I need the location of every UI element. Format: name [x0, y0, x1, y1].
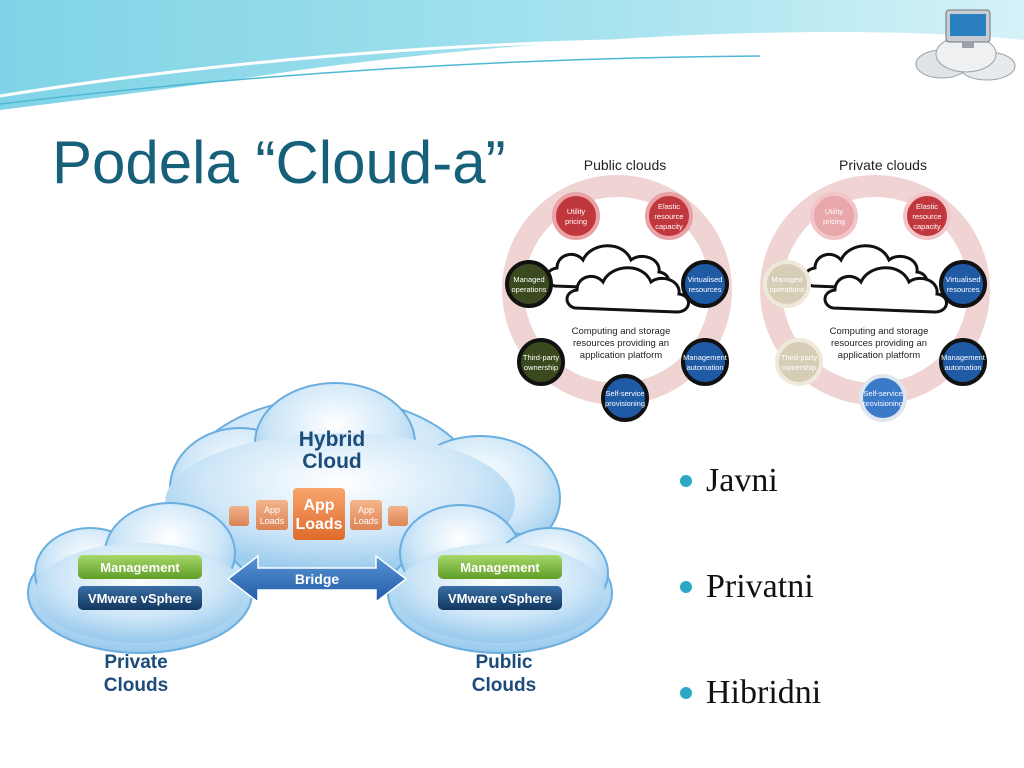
slide-title: Podela “Cloud-a” — [52, 129, 506, 196]
management-box-private — [78, 555, 202, 579]
app-loads-small-r2: Loads — [354, 516, 379, 526]
app-loads-small-l1: App — [264, 505, 280, 515]
public_diagram-center-text: resources providing an — [573, 338, 669, 349]
private_diagram-node-label: operations — [769, 285, 804, 294]
private_diagram-node-label: Management — [941, 353, 986, 362]
public_diagram-node-label: Third-party — [523, 353, 560, 362]
bullet-dot-icon — [680, 581, 692, 593]
bullet-text: Javni — [706, 462, 778, 499]
bullet-text: Privatni — [706, 568, 814, 605]
public_diagram-node-label: capacity — [655, 222, 683, 231]
public_diagram-node-label: operations — [511, 285, 546, 294]
public_diagram-node-label: Utility — [567, 207, 586, 216]
private_diagram-node-label: Self-service — [863, 389, 902, 398]
public_diagram-node-label: Self-service — [605, 389, 644, 398]
public_diagram-node — [681, 260, 729, 308]
private_diagram-center-text: Computing and storage — [830, 326, 929, 337]
bullet-hibridni: Hibridni — [680, 674, 821, 712]
public_diagram-node — [517, 338, 565, 386]
header-wave-decoration — [0, 0, 1024, 110]
private_diagram-node — [810, 192, 858, 240]
public-clouds-label-l2: Clouds — [472, 675, 536, 696]
bullet-javni: Javni — [680, 462, 778, 500]
public_diagram-node-label: pricing — [565, 217, 587, 226]
public_diagram-node-label: automation — [686, 363, 723, 372]
private_diagram-node-label: ownership — [782, 363, 816, 372]
private_diagram-heading: Private clouds — [839, 157, 927, 173]
private_diagram-center-text: resources providing an — [831, 338, 927, 349]
public_diagram-node-label: resources — [689, 285, 722, 294]
private_diagram-node-label: Utility — [825, 207, 844, 216]
private_diagram-node-label: resources — [947, 285, 980, 294]
private-clouds-label-l2: Clouds — [104, 675, 168, 696]
private_diagram-node — [859, 374, 907, 422]
public-clouds-label-l1: Public — [475, 652, 532, 673]
app-loads-small-r1: App — [358, 505, 374, 515]
private_diagram-node — [903, 192, 951, 240]
public_diagram-node — [552, 192, 600, 240]
private_diagram-node-label: automation — [944, 363, 981, 372]
public_diagram-node-label: provisioning — [605, 399, 645, 408]
private_diagram-node — [939, 338, 987, 386]
private_diagram-node — [775, 338, 823, 386]
private_diagram-center-text: application platform — [838, 350, 920, 361]
bullet-text: Hibridni — [706, 674, 822, 711]
private_diagram-node-label: capacity — [913, 222, 941, 231]
management-box-public — [438, 555, 562, 579]
private_diagram-node — [939, 260, 987, 308]
app-loads-big-l2: Loads — [295, 516, 342, 533]
bridge-label: Bridge — [295, 571, 340, 587]
public_diagram-node — [505, 260, 553, 308]
management-label-public: Management — [460, 560, 540, 575]
vsphere-label-private: VMware vSphere — [88, 591, 192, 606]
vsphere-box-private — [78, 586, 202, 610]
hybrid-title-line2: Cloud — [302, 450, 361, 473]
hybrid-title-line1: Hybrid — [299, 428, 366, 451]
private_diagram-node-label: Third-party — [781, 353, 818, 362]
public_diagram-node — [645, 192, 693, 240]
public_diagram-center-text: Computing and storage — [572, 326, 671, 337]
public_diagram-node-label: ownership — [524, 363, 558, 372]
private_diagram-node-label: provisioning — [863, 399, 903, 408]
private_diagram-node-label: Elastic — [916, 202, 938, 211]
private_diagram-node-label: Managed — [771, 275, 802, 284]
private_diagram-node-label: resource — [912, 212, 941, 221]
app-loads-big-l1: App — [303, 497, 334, 514]
app-loads-group: App Loads App Loads App Loads — [229, 488, 408, 540]
public_diagram-node-label: Managed — [513, 275, 544, 284]
bridge-arrow — [226, 554, 408, 604]
vsphere-box-public — [438, 586, 562, 610]
private_diagram-node — [763, 260, 811, 308]
management-label-private: Management — [100, 560, 180, 575]
public_diagram-node-label: Virtualised — [688, 275, 723, 284]
public_diagram-node-label: Elastic — [658, 202, 680, 211]
hybrid-cloud-illustration: Hybrid Cloud App Loads App Loads App Loa… — [27, 382, 613, 696]
vsphere-label-public: VMware vSphere — [448, 591, 552, 606]
public_diagram-center-text: application platform — [580, 350, 662, 361]
private_diagram-node-label: Virtualised — [946, 275, 981, 284]
bullet-dot-icon — [680, 687, 692, 699]
bullet-dot-icon — [680, 475, 692, 487]
public_diagram-heading: Public clouds — [584, 157, 667, 173]
app-loads-small-l2: Loads — [260, 516, 285, 526]
private-clouds-label-l1: Private — [104, 652, 167, 673]
public_diagram-node — [601, 374, 649, 422]
private_diagram-node-label: pricing — [823, 217, 845, 226]
public_diagram-node — [681, 338, 729, 386]
public_diagram-node-label: Management — [683, 353, 728, 362]
public_diagram-node-label: resource — [654, 212, 683, 221]
cloud-computer-icon — [915, 9, 1016, 81]
bullet-privatni: Privatni — [680, 568, 814, 606]
